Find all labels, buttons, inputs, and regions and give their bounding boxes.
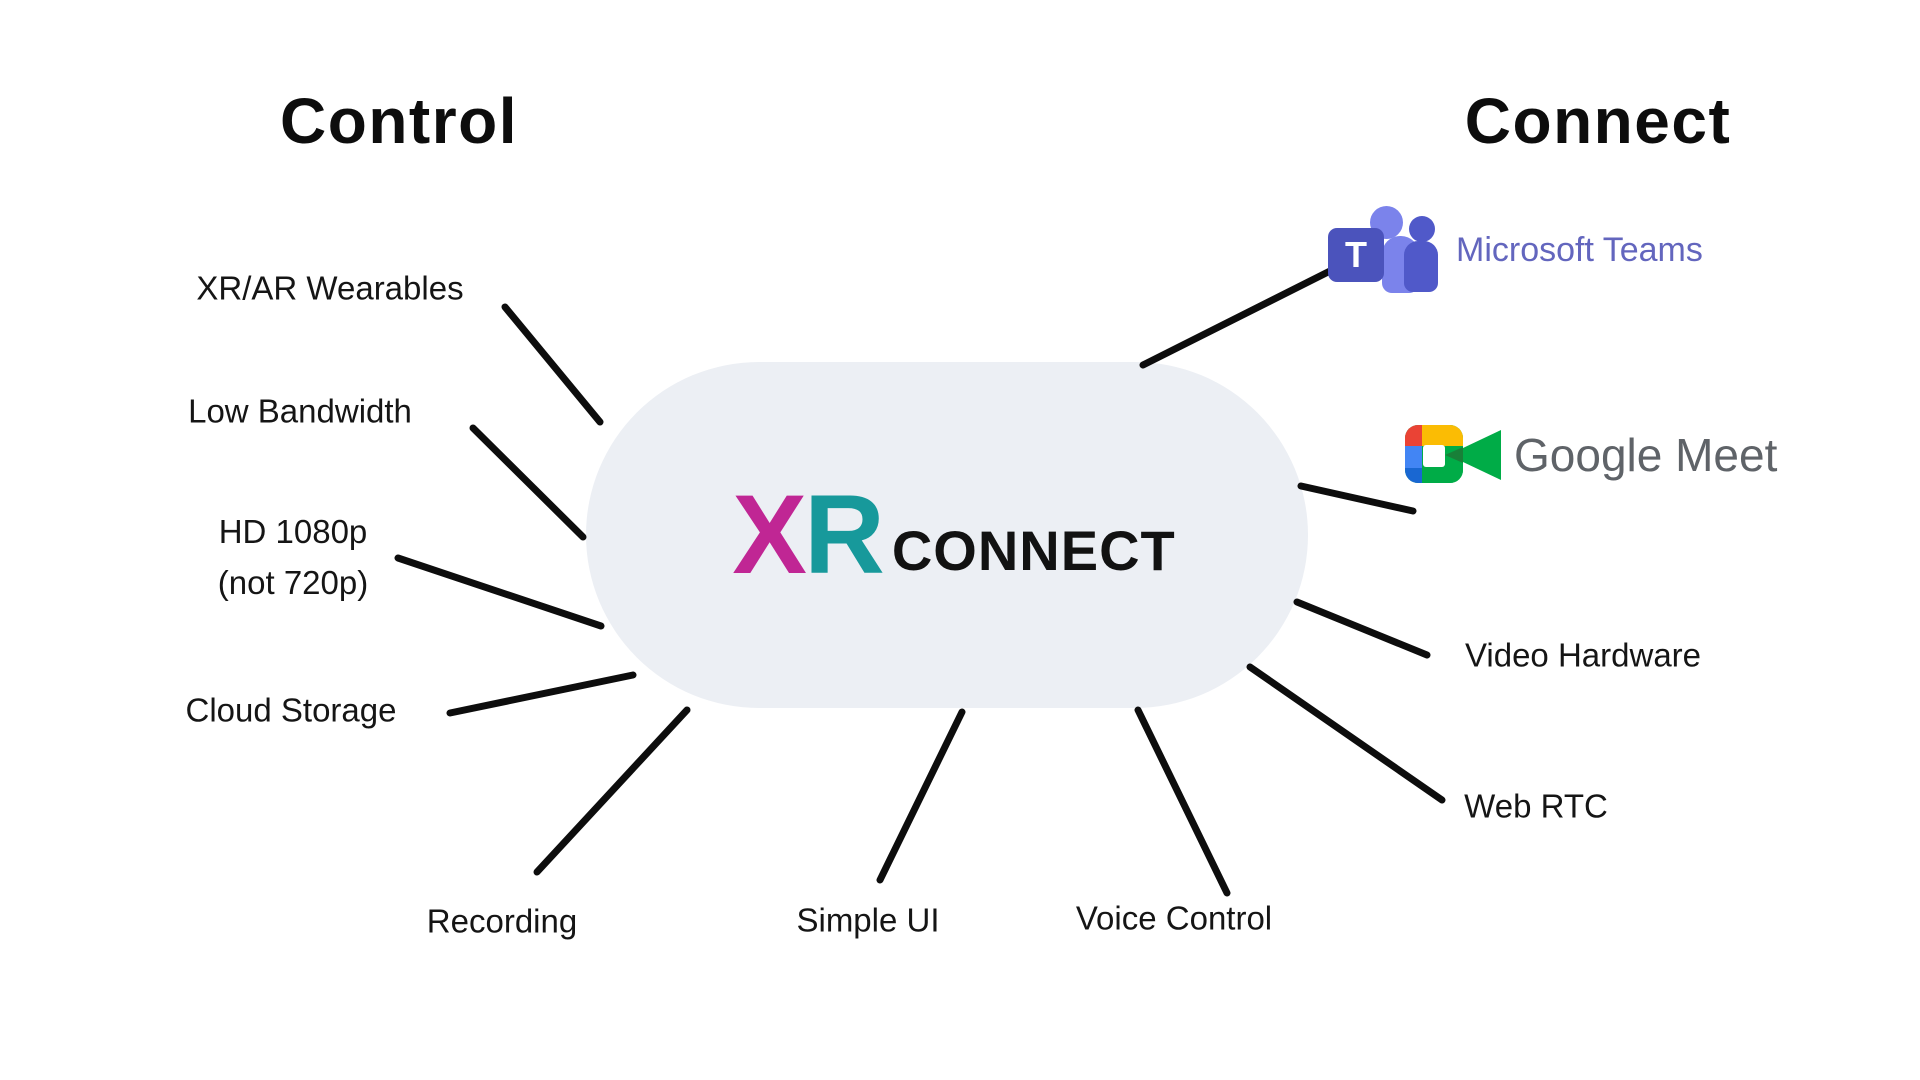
label-voice-control: Voice Control [1075,899,1273,937]
google-meet-icon [1405,425,1501,485]
xr-connect-logo: X R CONNECT [732,479,1175,591]
label-hd-1080p: HD 1080p (not 720p) [217,512,369,601]
google-meet-label: Google Meet [1514,429,1778,481]
label-simple-ui: Simple UI [796,901,940,939]
teams-person-head-dark [1409,216,1435,242]
microsoft-teams-logo-group: T Microsoft Teams [1328,205,1703,295]
line-low-bandwidth [469,424,587,541]
label-recording: Recording [426,902,578,940]
label-low-bandwidth: Low Bandwidth [188,392,412,430]
connect-heading: Connect [1464,85,1732,157]
line-recording [533,706,691,876]
meet-camera-body [1405,425,1463,483]
line-microsoft-teams [1139,264,1340,369]
meet-yellow-segment [1422,425,1463,446]
line-web-rtc [1246,663,1446,804]
logo-r-letter: R [803,472,885,597]
label-web-rtc: Web RTC [1464,787,1608,825]
meet-red-segment [1405,425,1422,446]
control-heading: Control [280,85,518,157]
logo-connect-text: CONNECT [891,519,1176,582]
line-simple-ui [876,708,966,884]
microsoft-teams-icon: T [1328,205,1440,295]
line-cloud-storage [446,671,637,717]
line-voice-control [1134,706,1231,897]
line-video-hardware [1293,598,1431,659]
meet-dark-blue-segment [1405,468,1422,483]
logo-x-letter: X [732,472,807,597]
google-meet-logo-group: Google Meet [1405,425,1777,485]
meet-blue-segment [1405,446,1422,468]
label-cloud-storage: Cloud Storage [185,691,397,729]
label-xr-ar-wearables: XR/AR Wearables [196,269,464,307]
line-google-meet [1297,482,1417,515]
line-hd-1080p [394,554,605,630]
center-pill: X R CONNECT [586,362,1308,708]
teams-t-tile: T [1328,228,1384,282]
label-video-hardware: Video Hardware [1464,636,1702,674]
teams-person-body-dark [1404,241,1438,292]
meet-lens-triangle [1463,430,1501,480]
meet-white-square [1423,445,1445,467]
line-xr-wearables [501,303,604,426]
microsoft-teams-label: Microsoft Teams [1456,230,1703,269]
